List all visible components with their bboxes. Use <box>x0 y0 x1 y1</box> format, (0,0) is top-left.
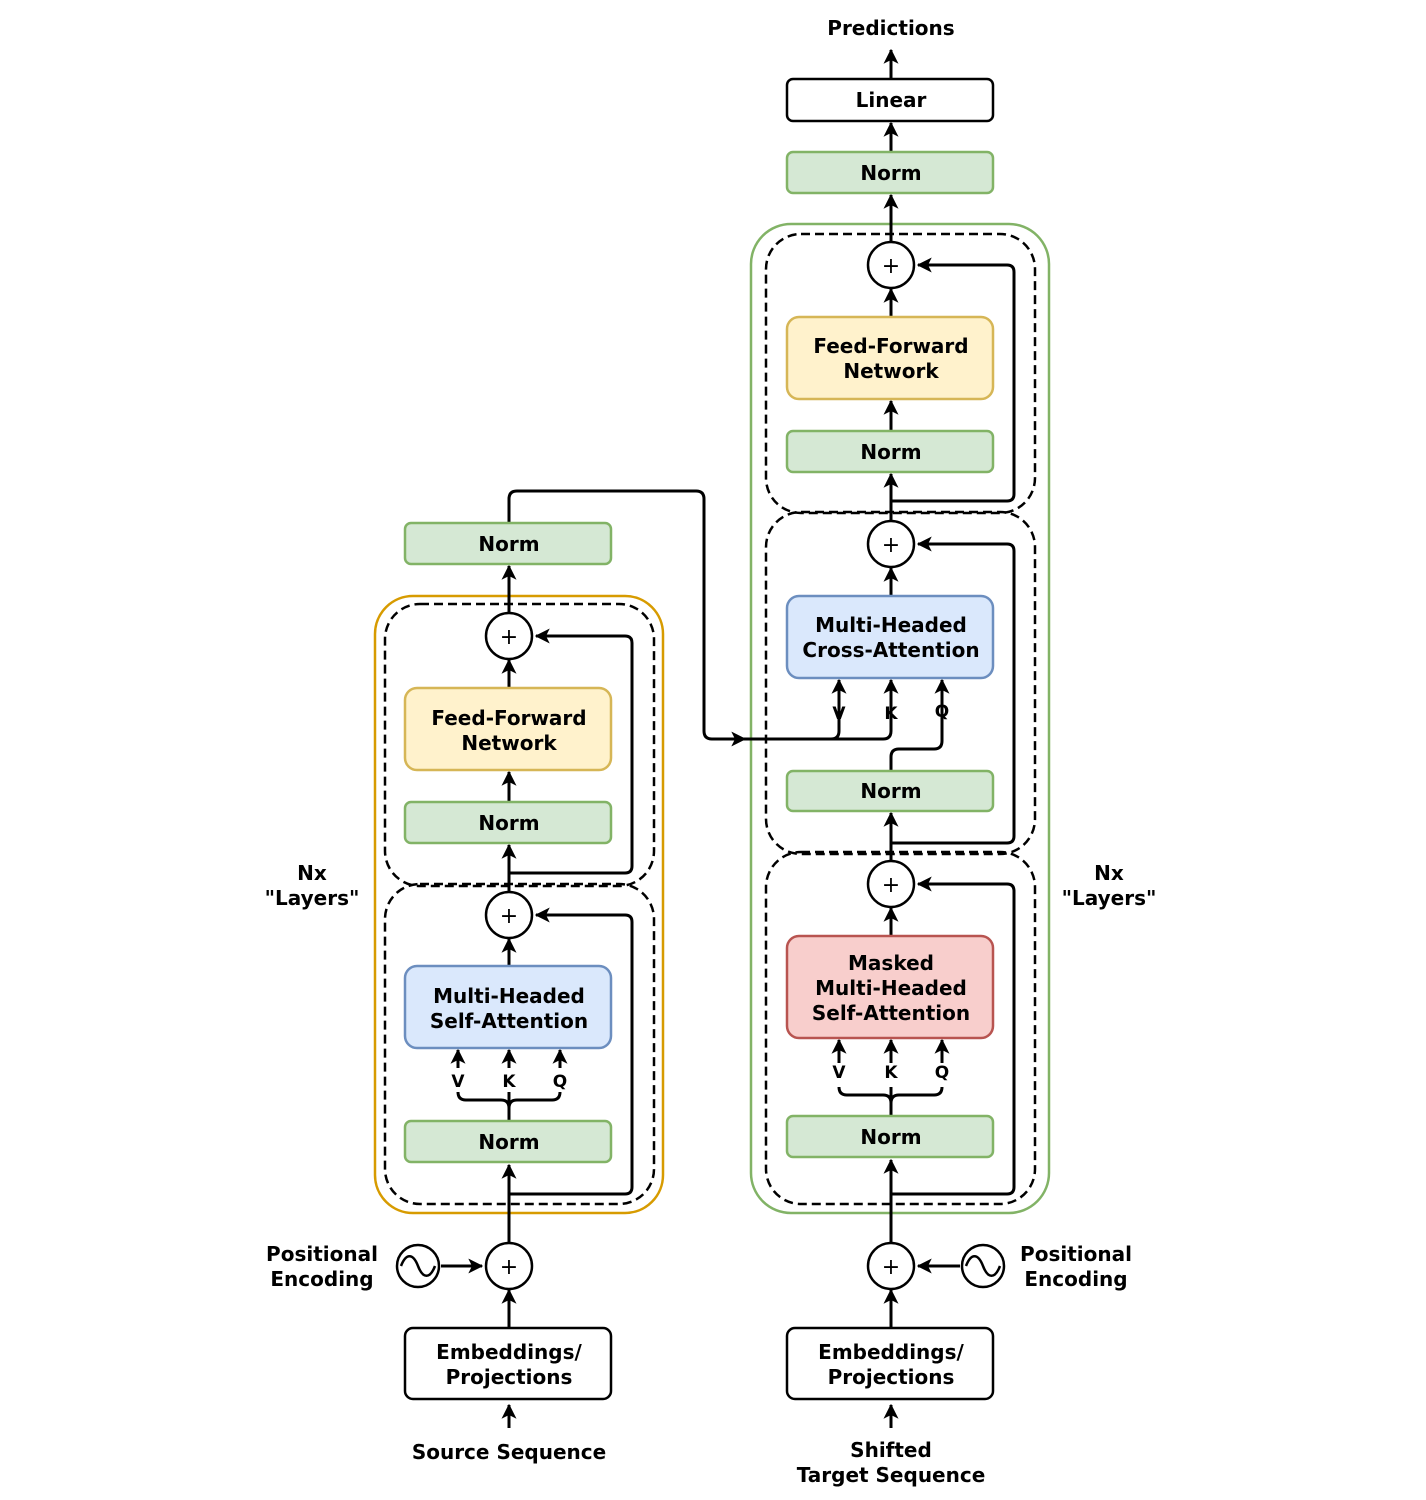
encoder-q-label: Q <box>553 1072 567 1092</box>
encoder-ffn-box <box>403 686 613 772</box>
encoder-positional-label-2: Encoding <box>270 1267 373 1291</box>
encoder-attn-norm-box <box>403 1119 613 1164</box>
decoder-linear-label: Linear <box>856 88 927 112</box>
decoder-layer-container <box>749 222 1051 1215</box>
encoder-final-norm-label: Norm <box>478 532 539 556</box>
svg-text:+: + <box>882 254 900 279</box>
svg-text:+: + <box>500 1255 518 1280</box>
encoder-self-attention-box <box>403 964 613 1050</box>
decoder-cross-q-label: Q <box>935 702 949 722</box>
decoder-output-label: Predictions <box>827 16 954 40</box>
decoder-cross-attention-box <box>785 594 995 680</box>
svg-text:+: + <box>882 873 900 898</box>
decoder-linear-box <box>785 77 995 123</box>
encoder-ffn-sublayer <box>383 602 656 888</box>
encoder-ffn-label-2: Network <box>461 731 557 755</box>
decoder-self-norm-label: Norm <box>860 1125 921 1149</box>
decoder-self-v-label: V <box>832 1063 846 1083</box>
decoder-self-sublayer <box>764 850 1037 1206</box>
decoder-cross-attention-label-1: Multi-Headed <box>815 613 967 637</box>
decoder-cross-sublayer <box>764 510 1037 856</box>
decoder-masked-attention-box <box>785 934 995 1040</box>
encoder-attn-residual-add: + <box>484 890 534 940</box>
decoder-ffn-label-2: Network <box>843 359 939 383</box>
decoder-ffn-norm-label: Norm <box>860 440 921 464</box>
decoder-masked-attention-label-2: Multi-Headed <box>815 976 967 1000</box>
encoder-embeddings-label-1: Embeddings/ <box>436 1340 582 1364</box>
decoder: Embeddings/ Projections Norm Masked Mult… <box>745 16 1156 1487</box>
decoder-ffn-box <box>785 315 995 401</box>
svg-text:+: + <box>500 625 518 650</box>
encoder-v-label: V <box>451 1072 465 1092</box>
decoder-cross-attention-label-2: Cross-Attention <box>802 638 979 662</box>
encoder-layer-container <box>373 594 665 1215</box>
encoder-embeddings-box <box>403 1326 613 1401</box>
decoder-layers-label-1: Nx <box>1094 861 1124 885</box>
encoder-self-attention-label-1: Multi-Headed <box>433 984 585 1008</box>
decoder-ffn-label-1: Feed-Forward <box>813 334 968 358</box>
encoder-self-attention-label-2: Self-Attention <box>430 1009 588 1033</box>
decoder-positional-label-1: Positional <box>1020 1242 1132 1266</box>
svg-text:+: + <box>882 533 900 558</box>
decoder-embeddings-label-2: Projections <box>828 1365 955 1389</box>
decoder-ffn-norm-box <box>785 429 995 474</box>
decoder-masked-attention-label-1: Masked <box>848 951 934 975</box>
encoder-final-norm-box <box>403 521 613 566</box>
encoder-ffn-residual-add: + <box>484 611 534 661</box>
decoder-self-q-label: Q <box>935 1063 949 1083</box>
decoder-positional-encoding-icon <box>960 1243 1006 1289</box>
svg-text:+: + <box>882 1255 900 1280</box>
svg-text:+: + <box>500 904 518 929</box>
decoder-input-label-1: Shifted <box>850 1438 932 1462</box>
decoder-final-norm-box <box>785 150 995 195</box>
encoder-ffn-norm-box <box>403 800 613 845</box>
decoder-ffn-residual-add: + <box>866 240 916 290</box>
decoder-self-k-label: K <box>884 1063 898 1083</box>
encoder-positional-encoding-icon <box>395 1243 441 1289</box>
decoder-positional-label-2: Encoding <box>1024 1267 1127 1291</box>
encoder-layers-label-1: Nx <box>297 861 327 885</box>
encoder-positional-label-1: Positional <box>266 1242 378 1266</box>
encoder: Embeddings/ Projections Norm Multi-Heade… <box>265 489 747 1464</box>
decoder-cross-norm-box <box>785 769 995 813</box>
encoder-attn-norm-label: Norm <box>478 1130 539 1154</box>
encoder-ffn-norm-label: Norm <box>478 811 539 835</box>
decoder-embeddings-box <box>785 1326 995 1401</box>
encoder-input-label: Source Sequence <box>412 1440 606 1464</box>
decoder-cross-norm-label: Norm <box>860 779 921 803</box>
decoder-final-norm-label: Norm <box>860 161 921 185</box>
decoder-cross-v-label: V <box>832 704 846 724</box>
decoder-masked-attention-label-3: Self-Attention <box>812 1001 970 1025</box>
decoder-layers-label-2: "Layers" <box>1062 886 1157 910</box>
decoder-self-norm-box <box>785 1114 995 1159</box>
decoder-self-residual-add: + <box>866 859 916 909</box>
encoder-embeddings-label-2: Projections <box>446 1365 573 1389</box>
encoder-layers-label-2: "Layers" <box>265 886 360 910</box>
encoder-positional-add: + <box>484 1241 534 1291</box>
encoder-attn-sublayer <box>383 882 656 1206</box>
decoder-cross-residual-add: + <box>866 519 916 569</box>
decoder-positional-add: + <box>866 1241 916 1291</box>
encoder-k-label: K <box>502 1072 516 1092</box>
decoder-embeddings-label-1: Embeddings/ <box>818 1340 964 1364</box>
decoder-input-label-2: Target Sequence <box>797 1463 986 1487</box>
encoder-ffn-label-1: Feed-Forward <box>431 706 586 730</box>
decoder-cross-k-label: K <box>884 704 898 724</box>
